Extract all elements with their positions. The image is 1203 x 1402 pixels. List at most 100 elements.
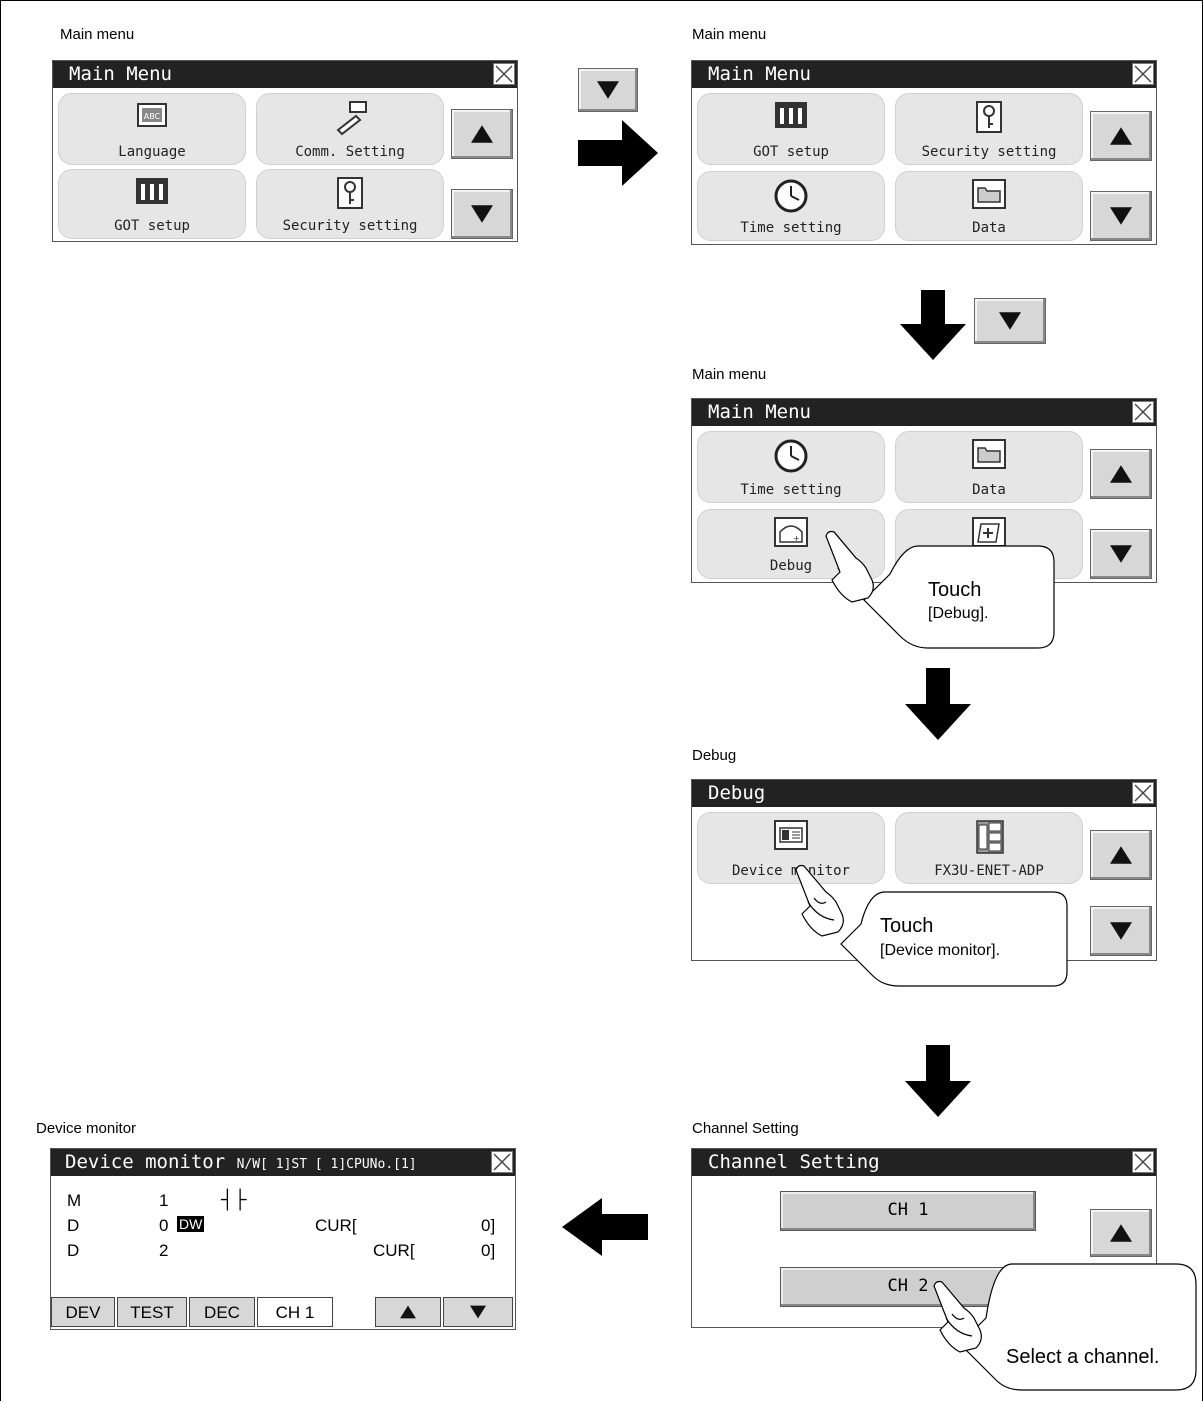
adapter-module-icon bbox=[969, 819, 1009, 855]
clock-icon bbox=[771, 438, 811, 474]
scroll-up-button[interactable] bbox=[1090, 449, 1152, 499]
down-arrow-flow-icon bbox=[905, 1045, 971, 1117]
main-menu-screen-2: Main Menu GOT setup Security setting Tim… bbox=[691, 60, 1157, 245]
tile-label: Data bbox=[896, 220, 1082, 236]
tile-label: GOT setup bbox=[59, 218, 245, 234]
right-arrow-icon bbox=[578, 120, 660, 186]
tile-label: Data bbox=[896, 482, 1082, 498]
scroll-down-button[interactable] bbox=[443, 1297, 513, 1327]
tile-time-setting[interactable]: Time setting bbox=[697, 171, 885, 241]
scroll-down-button[interactable] bbox=[451, 189, 513, 239]
current-label: CUR[ bbox=[373, 1241, 415, 1261]
scroll-down-button[interactable] bbox=[1090, 529, 1152, 579]
folder-icon bbox=[969, 178, 1009, 214]
tile-fx3u-enet-adp[interactable]: FX3U-ENET-ADP bbox=[895, 812, 1083, 884]
close-icon[interactable] bbox=[1132, 1151, 1154, 1173]
down-arrow-flow-icon bbox=[905, 668, 971, 740]
tile-label: Time setting bbox=[698, 482, 884, 498]
pointing-hand-icon bbox=[792, 862, 852, 938]
got-setup-icon bbox=[132, 176, 172, 212]
screen1-caption: Main menu bbox=[60, 26, 134, 44]
left-arrow-icon bbox=[562, 1198, 648, 1256]
close-icon[interactable] bbox=[1132, 63, 1154, 85]
down-arrow-icon bbox=[999, 312, 1021, 330]
screen5-caption: Channel Setting bbox=[692, 1120, 799, 1138]
tile-got-setup[interactable]: GOT setup bbox=[697, 93, 885, 165]
scroll-up-button[interactable] bbox=[1090, 111, 1152, 161]
up-arrow-icon bbox=[400, 1306, 416, 1319]
tile-label: Comm. Setting bbox=[257, 144, 443, 160]
tile-time-setting[interactable]: Time setting bbox=[697, 431, 885, 503]
tile-security-setting[interactable]: Security setting bbox=[256, 169, 444, 239]
close-icon[interactable] bbox=[491, 1151, 513, 1173]
tile-data[interactable]: Data bbox=[895, 171, 1083, 241]
down-arrow-icon bbox=[470, 1306, 486, 1319]
device-monitor-screen: Device monitor N/W[ 1]ST [ 1]CPUNo.[1] M… bbox=[50, 1148, 516, 1330]
svg-text:ABC: ABC bbox=[144, 112, 161, 121]
down-arrow-flow-icon bbox=[900, 290, 966, 360]
network-status: N/W[ 1]ST [ 1]CPUNo.[1] bbox=[237, 1157, 417, 1172]
down-arrow-icon bbox=[1110, 545, 1132, 563]
scroll-up-button[interactable] bbox=[1090, 1209, 1152, 1257]
test-button[interactable]: TEST bbox=[117, 1297, 187, 1327]
tile-language[interactable]: ABC Language bbox=[58, 93, 246, 165]
down-arrow-icon bbox=[1110, 922, 1132, 940]
screen6-caption: Device monitor bbox=[36, 1120, 136, 1138]
main-menu-screen-1: Main Menu ABC Language Comm. Setting GOT… bbox=[52, 60, 518, 242]
current-label: CUR[ bbox=[315, 1216, 357, 1236]
svg-text:+: + bbox=[793, 534, 800, 543]
callout-text: Touch bbox=[880, 915, 933, 937]
screen-title: Main Menu bbox=[692, 61, 1156, 88]
down-arrow-icon bbox=[471, 205, 493, 223]
tile-label: FX3U-ENET-ADP bbox=[896, 863, 1082, 879]
scroll-up-button[interactable] bbox=[1090, 830, 1152, 880]
screen-title: Main Menu bbox=[53, 61, 517, 88]
tile-label: GOT setup bbox=[698, 144, 884, 160]
tile-device-monitor[interactable]: Device monitor bbox=[697, 812, 885, 884]
tile-comm-setting[interactable]: Comm. Setting bbox=[256, 93, 444, 165]
down-button-indicator bbox=[578, 68, 638, 112]
ch1-button[interactable]: CH 1 bbox=[257, 1297, 333, 1327]
device-name: D bbox=[67, 1241, 79, 1261]
scroll-down-button[interactable] bbox=[1090, 191, 1152, 241]
screen-title: Device monitor bbox=[65, 1151, 225, 1173]
device-number: 0 bbox=[159, 1216, 168, 1236]
down-arrow-icon bbox=[597, 81, 619, 99]
callout-subtext: [Debug]. bbox=[928, 603, 988, 625]
scroll-down-button[interactable] bbox=[1090, 906, 1152, 956]
dw-mode-badge: DW bbox=[177, 1216, 204, 1232]
callout-subtext: [Device monitor]. bbox=[880, 940, 1000, 962]
tile-data[interactable]: Data bbox=[895, 431, 1083, 503]
tile-label: Device monitor bbox=[698, 863, 884, 879]
tile-label: Security setting bbox=[896, 144, 1082, 160]
up-arrow-icon bbox=[471, 125, 493, 143]
dec-button[interactable]: DEC bbox=[189, 1297, 255, 1327]
device-monitor-icon bbox=[771, 819, 811, 855]
scroll-up-button[interactable] bbox=[375, 1297, 441, 1327]
down-arrow-icon bbox=[1110, 207, 1132, 225]
close-icon[interactable] bbox=[493, 63, 515, 85]
softkey-bar: DEV TEST DEC CH 1 bbox=[51, 1297, 515, 1329]
key-icon bbox=[330, 176, 370, 212]
down-button-indicator bbox=[974, 298, 1046, 344]
tile-security-setting[interactable]: Security setting bbox=[895, 93, 1083, 165]
pointing-hand-icon bbox=[822, 528, 882, 604]
language-icon: ABC bbox=[132, 100, 172, 136]
callout-text: Touch bbox=[928, 579, 981, 601]
debug-icon: + bbox=[771, 516, 811, 552]
close-icon[interactable] bbox=[1132, 782, 1154, 804]
up-arrow-icon bbox=[1110, 846, 1132, 864]
screen-title: Main Menu bbox=[692, 399, 1156, 426]
screen-title: Debug bbox=[692, 780, 1156, 807]
close-icon[interactable] bbox=[1132, 401, 1154, 423]
tile-got-setup[interactable]: GOT setup bbox=[58, 169, 246, 239]
clock-icon bbox=[771, 178, 811, 214]
device-name: M bbox=[67, 1191, 81, 1211]
key-icon bbox=[969, 100, 1009, 136]
tile-label: Security setting bbox=[257, 218, 443, 234]
device-monitor-titlebar: Device monitor N/W[ 1]ST [ 1]CPUNo.[1] bbox=[51, 1149, 515, 1176]
scroll-up-button[interactable] bbox=[451, 109, 513, 159]
up-arrow-icon bbox=[1110, 127, 1132, 145]
ch1-button[interactable]: CH 1 bbox=[780, 1191, 1036, 1231]
dev-button[interactable]: DEV bbox=[51, 1297, 115, 1327]
